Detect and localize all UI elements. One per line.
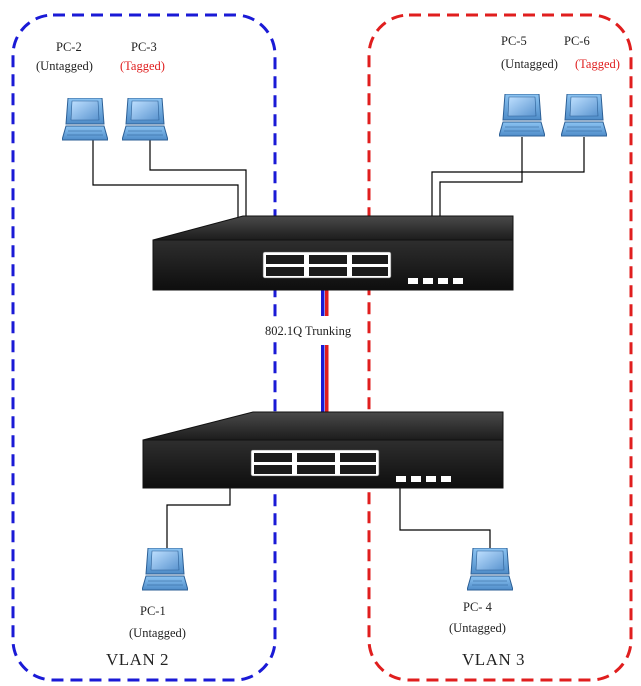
pc6-icon [561,94,607,137]
pc1-name: PC-1 [140,604,166,618]
pc3-icon [122,98,168,141]
pc3-mode: (Tagged) [120,59,165,73]
pc4-icon [467,548,513,591]
pc5-name: PC-5 [501,34,527,48]
vlan3-boundary [367,13,633,682]
pc2-icon [62,98,108,141]
cables [92,137,585,550]
trunk-label: 802.1Q Trunking [262,322,355,341]
switch-bottom [142,411,504,489]
pc4-name: PC- 4 [463,600,492,614]
trunk-link [321,288,329,413]
vlan2-label: VLAN 2 [106,650,169,669]
pc6-mode: (Tagged) [575,57,620,71]
pc1-mode: (Untagged) [129,626,186,640]
pc2-name: PC-2 [56,40,82,54]
pc5-icon [499,94,545,137]
pc5-mode: (Untagged) [501,57,558,71]
pc1-icon [142,548,188,591]
switch-top [152,215,514,291]
vlan2-boundary [11,13,277,682]
pc3-name: PC-3 [131,40,157,54]
vlan3-label: VLAN 3 [462,650,525,669]
pc4-mode: (Untagged) [449,621,506,635]
pc2-mode: (Untagged) [36,59,93,73]
pc6-name: PC-6 [564,34,590,48]
